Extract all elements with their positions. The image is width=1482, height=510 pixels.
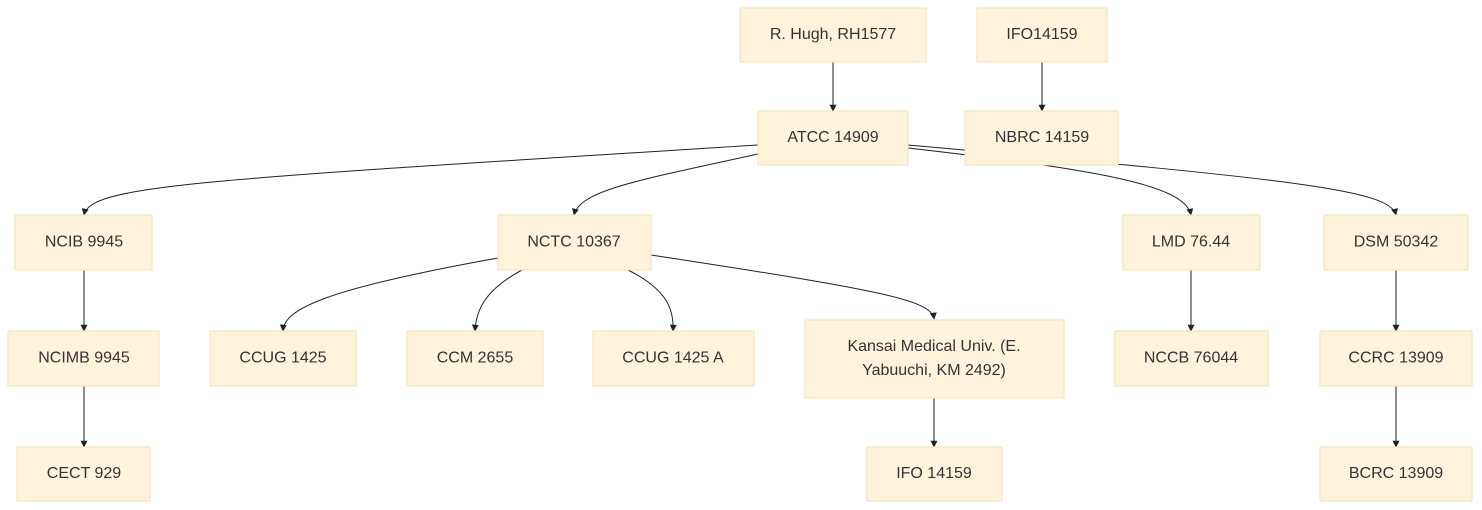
node-label-line2: Yabuuchi, KM 2492) (862, 362, 1006, 379)
node-ifo14159-top: IFO14159 (976, 7, 1108, 63)
edge-atcc-nctc (572, 153, 759, 216)
node-label: CECT 929 (47, 465, 122, 482)
node-label: IFO 14159 (896, 465, 972, 482)
edge-atcc-ncib (81, 144, 759, 216)
node-ncimb-9945: NCIMB 9945 (7, 330, 160, 387)
node-label: IFO14159 (1006, 26, 1077, 43)
node-nccb-76044: NCCB 76044 (1114, 330, 1269, 387)
node-nbrc-14159: NBRC 14159 (964, 110, 1119, 166)
node-ccrc-13909: CCRC 13909 (1319, 330, 1473, 387)
node-rh1577: R. Hugh, RH1577 (739, 7, 927, 63)
node-cect-929: CECT 929 (16, 446, 151, 502)
node-bcrc-13909: BCRC 13909 (1319, 446, 1473, 502)
node-lmd-76-44: LMD 76.44 (1122, 214, 1261, 271)
edge-nctc-ccm (471, 269, 523, 332)
node-label: DSM 50342 (1354, 234, 1439, 251)
node-label-line1: Kansai Medical Univ. (E. (847, 338, 1020, 355)
edge-nctc-ccug (279, 257, 499, 332)
edge-nctc-ccuga (627, 269, 677, 332)
node-ncib-9945: NCIB 9945 (14, 214, 153, 271)
node-ccug-1425: CCUG 1425 (209, 330, 357, 387)
node-label: CCUG 1425 A (622, 350, 724, 367)
node-label: NBRC 14159 (995, 129, 1089, 146)
node-atcc-14909: ATCC 14909 (757, 110, 909, 166)
node-kansai-medical-univ: Kansai Medical Univ. (E. Yabuuchi, KM 24… (804, 319, 1065, 399)
node-ifo-14159-bottom: IFO 14159 (866, 446, 1003, 502)
node-label: NCTC 10367 (527, 234, 620, 251)
node-label: CCUG 1425 (239, 350, 326, 367)
node-dsm-50342: DSM 50342 (1323, 214, 1469, 271)
node-label: R. Hugh, RH1577 (770, 26, 896, 43)
node-label: CCRC 13909 (1348, 350, 1443, 367)
node-label: BCRC 13909 (1349, 465, 1443, 482)
node-label: NCIB 9945 (45, 234, 123, 251)
edge-nctc-kansai (650, 254, 937, 320)
node-label: NCIMB 9945 (38, 350, 130, 367)
node-label: CCM 2655 (437, 350, 514, 367)
node-label: NCCB 76044 (1144, 350, 1238, 367)
node-label: LMD 76.44 (1152, 234, 1230, 251)
node-ccm-2655: CCM 2655 (406, 330, 544, 387)
node-label: ATCC 14909 (787, 129, 878, 146)
node-ccug-1425-a: CCUG 1425 A (592, 330, 755, 387)
node-nctc-10367: NCTC 10367 (497, 214, 652, 271)
